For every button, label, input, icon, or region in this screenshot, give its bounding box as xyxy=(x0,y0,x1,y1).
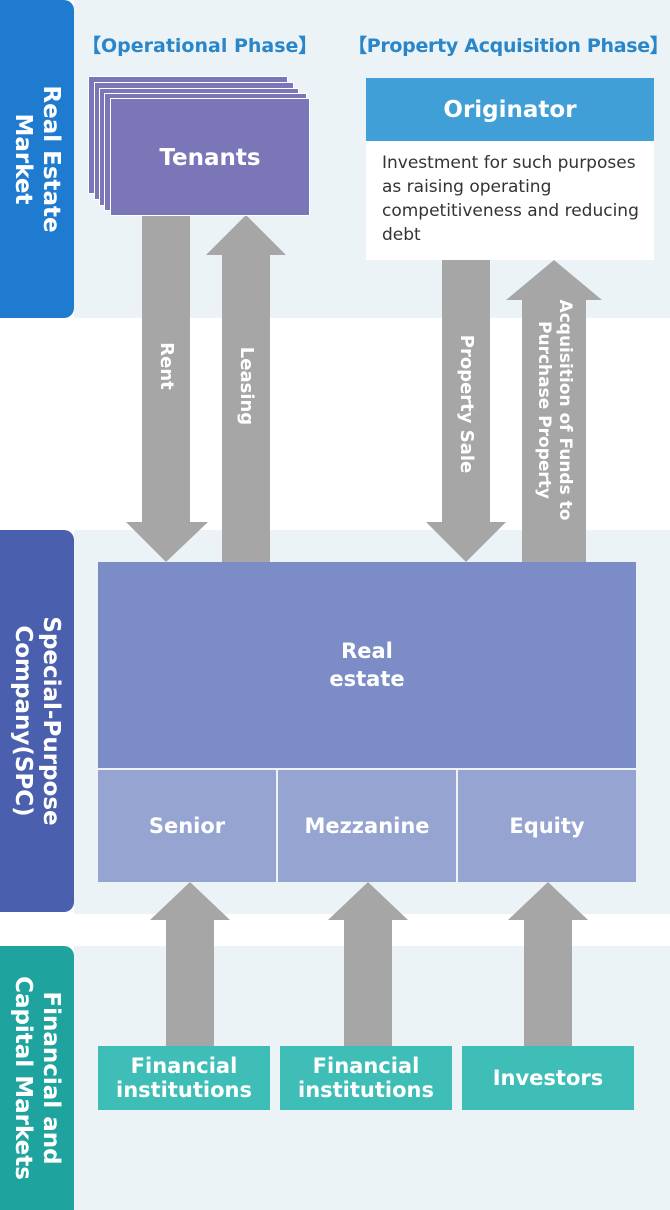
financial-institutions-box-1: Financial institutions xyxy=(98,1046,270,1110)
acquisition-funds-label: Acquisition of Funds to Purchase Propert… xyxy=(534,299,575,521)
leasing-label: Leasing xyxy=(236,346,257,426)
operational-phase-heading: 【Operational Phase】 xyxy=(82,35,318,57)
financial-institutions-label-2: Financial institutions xyxy=(298,1054,434,1102)
acquisition-funds-arrow xyxy=(506,260,602,562)
financial-institutions-label-1: Financial institutions xyxy=(116,1054,252,1102)
property-sale-label: Property Sale xyxy=(456,334,477,474)
senior-label: Senior xyxy=(148,814,226,838)
rent-arrow xyxy=(126,215,208,562)
investors-label: Investors xyxy=(492,1066,604,1090)
originator-title: Originator xyxy=(366,78,654,141)
equity-label: Equity xyxy=(509,814,585,838)
equity-funding-arrow xyxy=(508,882,588,1046)
acquisition-phase-heading: 【Property Acquisition Phase】 xyxy=(348,35,669,57)
real-estate-label: Real estate xyxy=(329,639,405,691)
property-sale-arrow xyxy=(426,260,506,562)
leasing-arrow xyxy=(206,215,286,562)
senior-funding-arrow xyxy=(150,882,230,1046)
tenants-label: Tenants xyxy=(159,145,261,171)
mezzanine-label: Mezzanine xyxy=(304,814,430,838)
mezzanine-funding-arrow xyxy=(328,882,408,1046)
originator-description: Investment for such purposes as raising … xyxy=(382,153,639,245)
rent-label: Rent xyxy=(156,342,177,390)
senior-tranche: Senior xyxy=(98,770,276,882)
financial-institutions-box-2: Financial institutions xyxy=(280,1046,452,1110)
investors-box: Investors xyxy=(462,1046,634,1110)
financial-markets-label: Financial and Capital Markets xyxy=(0,946,74,1210)
spc-label: Special-Purpose Company(SPC) xyxy=(0,530,74,912)
tenants-box: Tenants xyxy=(110,98,310,216)
real-estate-box: Real estate xyxy=(98,562,636,768)
mezzanine-tranche: Mezzanine xyxy=(278,770,456,882)
originator-box: Originator Investment for such purposes … xyxy=(366,78,654,260)
real-estate-market-label: Real Estate Market xyxy=(0,0,74,318)
equity-tranche: Equity xyxy=(458,770,636,882)
